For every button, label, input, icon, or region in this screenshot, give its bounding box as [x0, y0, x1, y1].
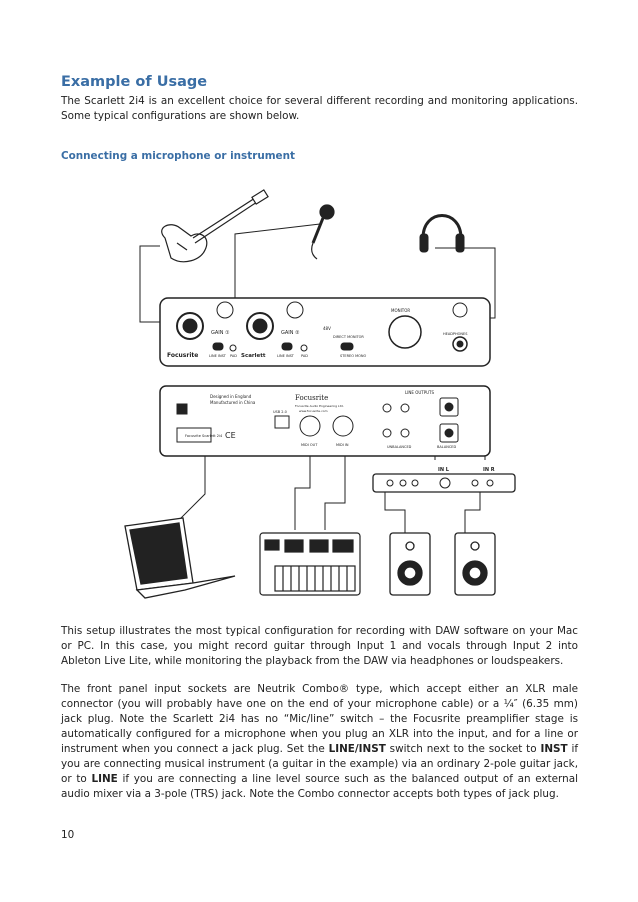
- direct-monitor-label: DIRECT MONITOR: [333, 335, 364, 339]
- page-number: 10: [61, 829, 75, 841]
- stereo-mono-label: STEREO MONO: [340, 354, 366, 358]
- pad-1-button: [229, 344, 237, 352]
- midi-in-label: MIDI IN: [336, 443, 349, 447]
- speaker-right-icon: [454, 532, 496, 596]
- gain-1-label: GAIN ①: [211, 330, 230, 336]
- external-mixer: [372, 473, 516, 493]
- usb-port: [274, 415, 290, 429]
- midi-out-cable: [294, 438, 311, 530]
- rear-panel-body: [159, 385, 491, 457]
- gain-2-label: GAIN ②: [281, 330, 300, 336]
- line-inst-1-switch: [212, 342, 224, 351]
- pad-2-label: PAD: [301, 354, 308, 358]
- rear-panel: [159, 385, 491, 457]
- pad-2-button: [300, 344, 308, 352]
- monitor-label: MONITOR: [391, 308, 410, 313]
- speaker-left-cable: [384, 491, 406, 533]
- line-out-3-jack: [382, 403, 392, 413]
- speaker-left-icon: [389, 532, 431, 596]
- front-brand: Focusrite: [167, 352, 198, 359]
- input-sockets-paragraph: The front panel input sockets are Neutri…: [61, 682, 578, 802]
- guitar-icon: [161, 189, 269, 263]
- direct-monitor-switch: [340, 342, 354, 351]
- guitar-cable: [139, 245, 170, 323]
- p3-text-2: switch next to the socket to: [385, 743, 541, 755]
- line-inst-2-switch: [281, 342, 293, 351]
- midi-keyboard-icon: [259, 532, 361, 596]
- power-indicator: [176, 403, 188, 415]
- balanced-label: BALANCED: [437, 445, 456, 449]
- p3-text-4: if you are connecting a line level sourc…: [61, 773, 578, 800]
- section-subheading: Connecting a microphone or instrument: [61, 150, 295, 162]
- gain-2-knob: [286, 301, 304, 319]
- p3-bold-line-inst: LINE/INST: [328, 743, 386, 755]
- p3-text-3: if you are connecting musical instrument…: [61, 743, 578, 785]
- midi-out-port: [299, 415, 321, 437]
- setup-paragraph: This setup illustrates the most typical …: [61, 625, 578, 667]
- intro-paragraph: The Scarlett 2i4 is an excellent choice …: [61, 95, 578, 122]
- front-panel-body: [159, 297, 491, 367]
- front-model: Scarlett: [241, 353, 266, 359]
- connection-diagram: Focusrite Scarlett GAIN ① GAIN ② LINE IN…: [124, 189, 516, 599]
- unbalanced-label: UNBALANCED: [387, 445, 412, 449]
- ce-mark: CE: [225, 431, 236, 440]
- page-title: Example of Usage: [61, 74, 208, 90]
- line-out-4-jack: [382, 428, 392, 438]
- usb-label: USB 2.0: [273, 410, 287, 414]
- speaker-right-cable: [464, 491, 481, 533]
- model-plate: [176, 427, 212, 443]
- mixer-in-l-label: IN L: [438, 467, 450, 473]
- designed-label: Designed in England: [210, 394, 252, 399]
- midi-in-cable: [324, 438, 346, 530]
- line-out-1-jack: [400, 403, 410, 413]
- midi-in-port: [332, 415, 354, 437]
- phantom-label: 48V: [323, 326, 331, 331]
- p3-bold-line: LINE: [91, 773, 118, 785]
- front-panel: [159, 297, 491, 367]
- p3-bold-inst: INST: [540, 743, 568, 755]
- mixer-in-r-label: IN R: [483, 467, 495, 473]
- web-label: www.focusrite.com: [299, 409, 328, 413]
- company-label: Focusrite Audio Engineering Ltd.: [295, 404, 344, 408]
- pad-1-label: PAD: [230, 354, 237, 358]
- line-inst-1-label: LINE INST: [209, 354, 227, 358]
- headphone-level-knob: [452, 302, 468, 318]
- monitor-knob: [388, 315, 422, 349]
- line-out-2-jack: [400, 428, 410, 438]
- model-plate-label: Focusrite Scarlett 2i4: [185, 434, 223, 438]
- p3-text-1: The front panel input sockets are Neutri…: [61, 683, 578, 755]
- gain-1-knob: [216, 301, 234, 319]
- manufactured-label: Manufactured in China: [210, 400, 256, 405]
- line-outputs-label: LINE OUTPUTS: [405, 390, 435, 395]
- rear-brand: Focusrite: [295, 394, 328, 402]
- headphones-icon: [419, 214, 465, 253]
- laptop-icon: [124, 517, 236, 599]
- microphone-icon: [311, 204, 335, 260]
- line-inst-2-label: LINE INST: [277, 354, 295, 358]
- midi-out-label: MIDI OUT: [301, 443, 318, 447]
- headphones-label: HEADPHONES: [443, 332, 468, 336]
- mic-cable: [234, 223, 321, 300]
